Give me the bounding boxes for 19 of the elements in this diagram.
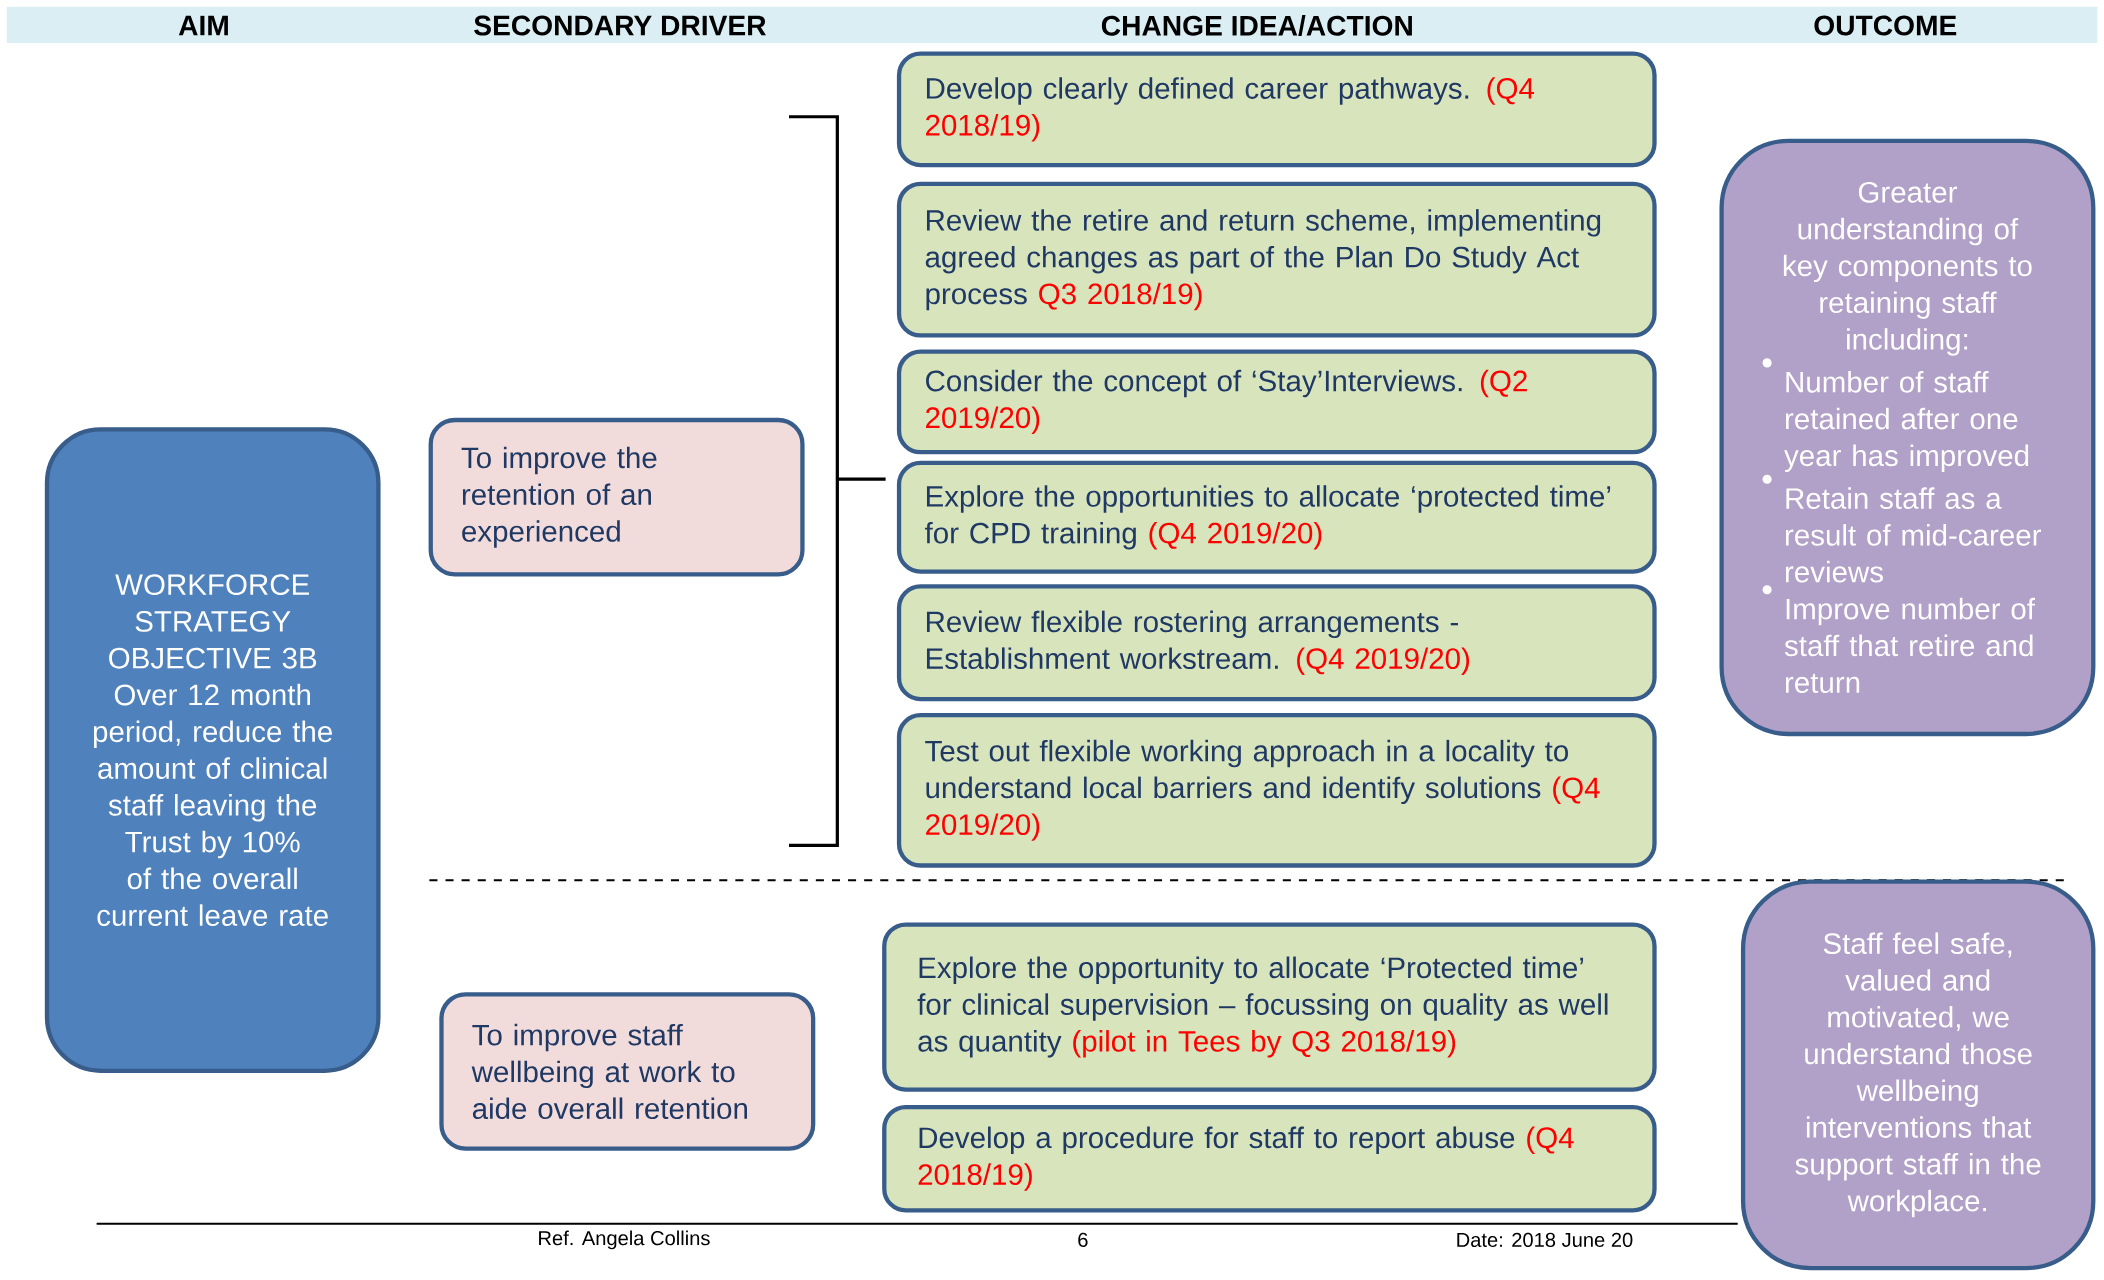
action-box: Consider the concept of ‘Stay’Interviews. (Q2 2019/20)	[896, 349, 1657, 455]
action-box: Develop a procedure for staff to report abuse (Q4 2018/19)	[882, 1104, 1657, 1213]
action-box: Develop clearly defined career pathways. (Q4 2018/19)	[896, 51, 1657, 168]
column-heading: AIM	[178, 15, 228, 36]
outcome-box: Greater understanding of key components to retaining staff including: Number of staff retained after one year has improved Retain staff as a result of mid-career reviews Improve number of staff that retire and return	[1719, 138, 2096, 737]
driver-box: To improve the retention of an experienced	[428, 417, 805, 577]
action-box: Review flexible rostering arrangements - Establishment workstream. (Q4 2019/20)	[896, 584, 1657, 702]
footer-text: Ref. Angela Collins	[539, 1230, 710, 1250]
footer-text: Date: 2018 June 20	[1457, 1232, 1633, 1247]
column-heading: SECONDARY DRIVER	[474, 15, 766, 36]
driver-box: To improve staff wellbeing at work to aide overall retention	[439, 992, 816, 1151]
action-box: Explore the opportunity to allocate ‘Protected time’ for clinical supervision – focussing on quality as well as quantity (pilot in Tees by Q3 2018/19)	[882, 922, 1657, 1092]
action-box: Explore the opportunities to allocate ‘protected time’ for CPD training (Q4 2019/20)	[896, 460, 1657, 574]
aim-box: WORKFORCE STRATEGY OBJECTIVE 3B Over 12 month period, reduce the amount of clinical staff leaving the Trust by 10% of the overall current leave rate	[44, 427, 381, 1073]
action-box: Test out flexible working approach in a locality to understand local barriers and identify solutions (Q4 2019/20)	[896, 713, 1657, 868]
footer-text: 6	[1078, 1232, 1088, 1247]
outcome-box: Staff feel safe, valued and motivated, we understand those wellbeing interventions that support staff in the workplace.	[1740, 879, 2096, 1271]
action-box: Review the retire and return scheme, implementing agreed changes as part of the Plan Do Study Act process Q3 2018/19)	[896, 181, 1657, 338]
column-heading: OUTCOME	[1814, 15, 1957, 36]
